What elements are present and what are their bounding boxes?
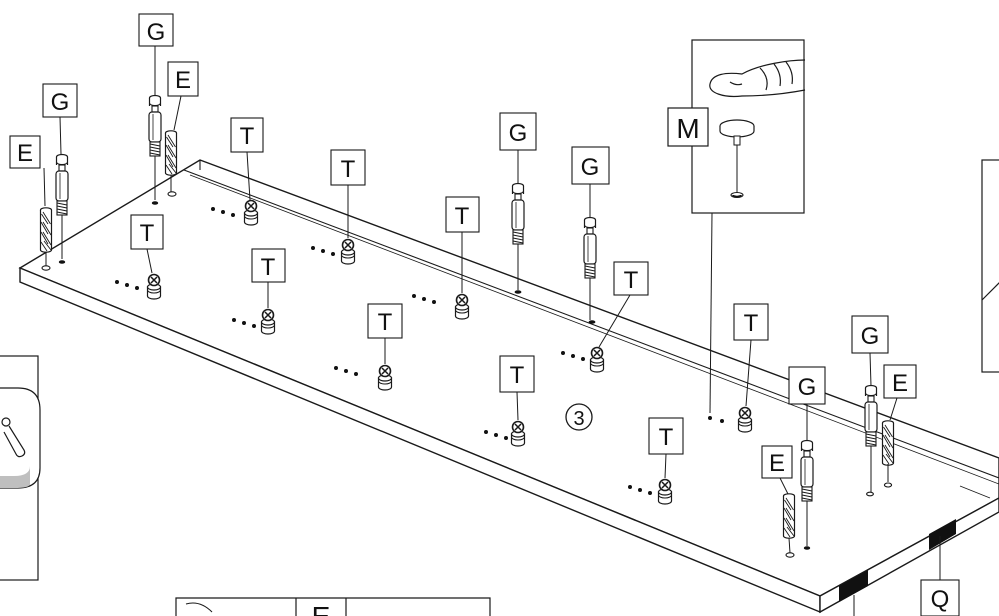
edge-label-block-right <box>929 519 956 550</box>
cam-dowel <box>800 439 814 502</box>
wood-dowel <box>164 130 178 176</box>
bottom-partial-table: E <box>175 597 491 616</box>
svg-text:T: T <box>378 309 393 336</box>
svg-text:T: T <box>341 156 356 183</box>
step-number: 3 <box>565 403 593 431</box>
svg-text:T: T <box>659 424 674 451</box>
callout-g: G <box>42 83 78 118</box>
wood-dowel <box>881 420 895 466</box>
cap-icon <box>719 119 755 199</box>
svg-text:3: 3 <box>573 408 584 430</box>
svg-text:E: E <box>769 450 785 477</box>
callout-t: T <box>130 214 164 250</box>
callout-t: T <box>367 303 403 339</box>
svg-text:E: E <box>17 140 33 167</box>
edge-label-block-left <box>839 570 868 602</box>
leader-lines <box>43 46 941 616</box>
svg-text:T: T <box>240 123 255 150</box>
cam-lock <box>454 293 470 320</box>
svg-text:Q: Q <box>931 586 950 613</box>
callout-t: T <box>648 417 684 455</box>
cam-dowel <box>583 216 597 279</box>
svg-text:E: E <box>175 67 191 94</box>
finger-icon <box>709 59 806 98</box>
cam-lock <box>243 199 259 226</box>
callout-t: T <box>613 261 649 296</box>
svg-text:T: T <box>261 254 276 281</box>
callout-e: E <box>761 445 793 479</box>
svg-text:T: T <box>455 203 470 230</box>
svg-text:T: T <box>140 220 155 247</box>
callout-g: G <box>138 13 174 47</box>
callout-e: E <box>9 135 41 169</box>
right-inset-panel <box>981 159 999 373</box>
cam-dowel <box>148 94 162 157</box>
callout-t: T <box>330 149 366 186</box>
cam-lock <box>589 346 605 373</box>
wood-dowel <box>39 207 53 253</box>
callout-e: E <box>883 364 917 399</box>
cam-lock <box>737 406 753 433</box>
svg-text:G: G <box>861 323 880 350</box>
callout-t: T <box>230 117 264 153</box>
cam-lock <box>510 420 526 447</box>
callout-t: T <box>445 196 480 233</box>
svg-text:G: G <box>509 120 528 147</box>
cam-lock <box>260 308 276 335</box>
svg-text:T: T <box>744 310 759 337</box>
svg-text:T: T <box>510 362 525 389</box>
callout-e: E <box>167 61 199 97</box>
cam-dowel <box>864 384 878 447</box>
callout-g: G <box>788 366 826 405</box>
bottom-callout-e: E <box>312 601 331 616</box>
svg-text:M: M <box>676 113 699 144</box>
press-cap-inset: M <box>667 39 806 214</box>
cam-lock <box>377 364 393 391</box>
svg-text:G: G <box>147 19 166 46</box>
svg-text:G: G <box>51 89 70 116</box>
left-inset-panel <box>0 355 41 581</box>
svg-text:E: E <box>892 370 908 397</box>
wood-dowel <box>782 493 796 539</box>
cam-dowel <box>55 153 69 216</box>
svg-text:G: G <box>581 154 600 181</box>
board-holes <box>41 191 893 558</box>
tool-icon <box>1 417 26 458</box>
cam-lock <box>340 238 356 265</box>
callout-q: Q <box>920 579 960 616</box>
svg-text:T: T <box>624 267 639 294</box>
callout-g: G <box>571 146 610 185</box>
callout-m: M <box>667 107 709 147</box>
callouts: G E G E T T T T <box>9 13 960 616</box>
cam-lock <box>657 478 673 505</box>
callout-t: T <box>251 248 286 283</box>
cam-lock <box>146 273 162 300</box>
cam-dowel <box>511 182 525 245</box>
callout-g: G <box>851 315 889 354</box>
svg-text:G: G <box>798 374 817 401</box>
callout-t: T <box>733 303 769 341</box>
callout-t: T <box>499 355 535 393</box>
callout-g: G <box>499 112 537 151</box>
